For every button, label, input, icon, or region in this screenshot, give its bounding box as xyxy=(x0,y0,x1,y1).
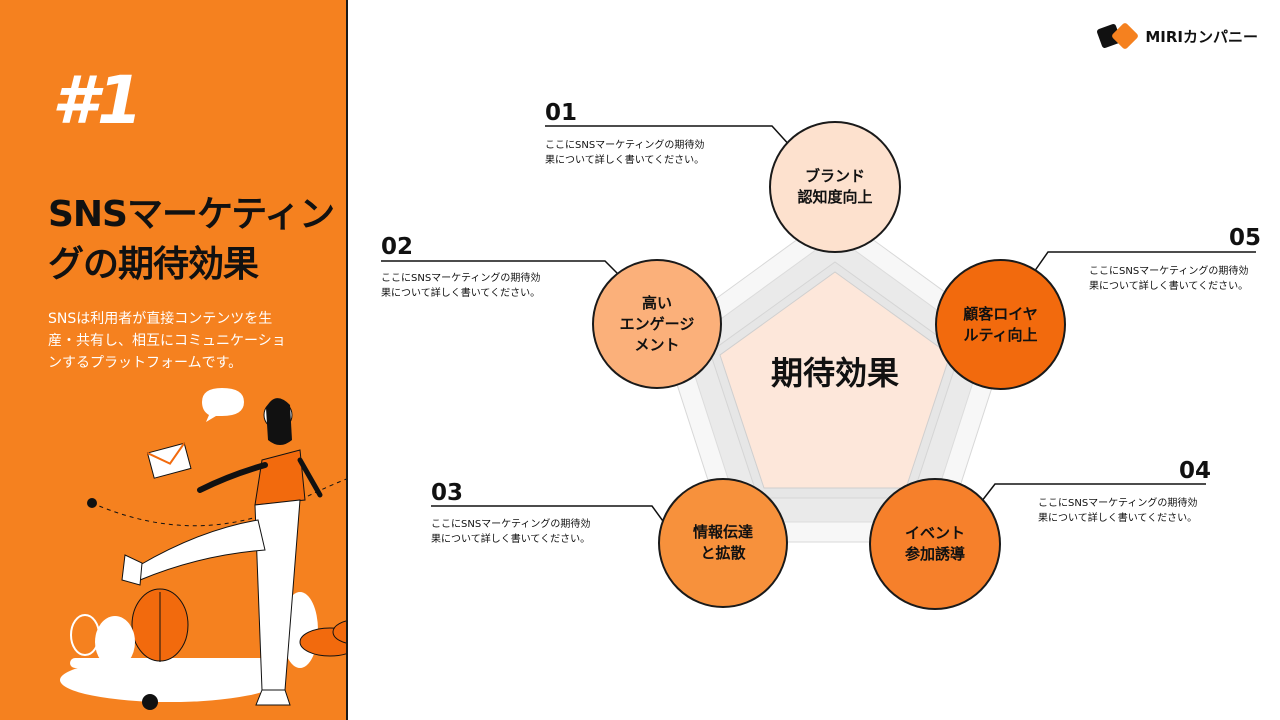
node-customer-loyalty: 顧客ロイヤ ルティ向上 xyxy=(935,259,1066,390)
item-number-01: 01 xyxy=(545,100,578,126)
node-engagement: 高い エンゲージ メント xyxy=(592,259,722,389)
company-logo: MIRIカンパニー xyxy=(1097,22,1258,50)
left-panel: #1 SNSマーケティングの期待効果 SNSは利用者が直接コンテンツを生産・共有… xyxy=(0,0,348,720)
node-label: ブランド 認知度向上 xyxy=(797,167,873,206)
node-event-participation: イベント 参加誘導 xyxy=(869,478,1001,610)
slide-description: SNSは利用者が直接コンテンツを生産・共有し、相互にコミュニケーションするプラッ… xyxy=(48,311,286,371)
item-number-03: 03 xyxy=(431,480,464,506)
node-label: 情報伝達 と拡散 xyxy=(692,523,753,562)
item-text-04: ここにSNSマーケティングの期待効 果について詳しく書いてください。 xyxy=(1038,498,1198,524)
item-text-03: ここにSNSマーケティングの期待効 果について詳しく書いてください。 xyxy=(431,519,591,545)
woman-walking-illustration xyxy=(60,388,346,710)
node-brand-awareness: ブランド 認知度向上 xyxy=(769,121,901,253)
node-label: 高い エンゲージ メント xyxy=(619,293,695,354)
item-text-02: ここにSNSマーケティングの期待効 果について詳しく書いてください。 xyxy=(381,273,541,299)
logo-mark-icon xyxy=(1097,23,1139,49)
item-text-05: ここにSNSマーケティングの期待効 果について詳しく書いてください。 xyxy=(1089,266,1249,292)
item-number-04: 04 xyxy=(1179,458,1212,484)
item-text-01: ここにSNSマーケティングの期待効 果について詳しく書いてください。 xyxy=(545,140,705,166)
slide-number: #1 xyxy=(52,62,143,139)
item-number-02: 02 xyxy=(381,234,414,260)
node-label: 顧客ロイヤ ルティ向上 xyxy=(963,304,1038,344)
slide-title: SNSマーケティングの期待効果 xyxy=(48,194,335,285)
company-name: MIRIカンパニー xyxy=(1145,27,1258,46)
item-number-05: 05 xyxy=(1229,225,1262,251)
center-label: 期待効果 xyxy=(770,354,899,392)
node-label: イベント 参加誘導 xyxy=(904,524,965,563)
node-info-spread: 情報伝達 と拡散 xyxy=(658,478,788,608)
